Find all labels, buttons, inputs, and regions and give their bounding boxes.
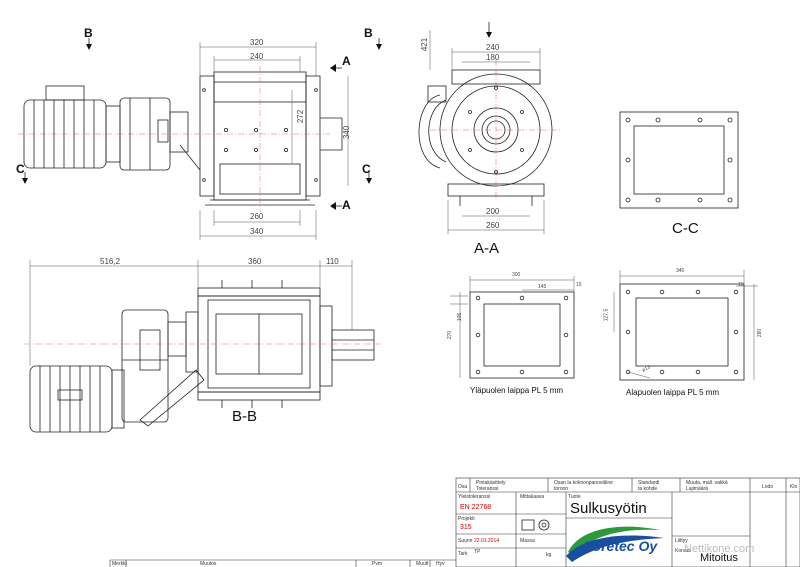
dim-fl1-105: 105 [457,312,464,322]
dim-fl2-127: 127,5 [603,308,610,322]
tb-label-tuote: Tuote [568,494,581,500]
tb-label-yleis: Yleistoleranssi [458,494,491,500]
view-label-cc: C-C [672,220,699,237]
tb-label-projekti: Projekti [458,516,475,522]
lower-flange-drawing [619,283,745,381]
dim-aa-180: 180 [486,53,500,62]
dim-fl2-15: 15 [738,282,744,288]
dim-aa-200: 200 [486,207,500,216]
dim-fl1-145: 145 [538,284,547,290]
tb-label-tark: Tark [458,551,468,557]
section-a-bottom: A [342,198,351,212]
tb-value-suunn: 22.01.2014 [474,538,500,544]
tb-header-muuta: Muuta, mall. vakkä Lajimäärä [686,480,728,492]
dim-bb-360: 360 [248,257,262,266]
dim-fl2-280: 280 [757,328,764,338]
dim-side-272: 272 [296,109,306,124]
section-a-top: A [342,54,351,68]
upper-flange-drawing [469,291,575,379]
tb-value-projekti: 315 [460,524,472,531]
section-c-left: C [16,162,25,176]
dim-side-340: 340 [342,125,352,140]
upper-flange-caption: Yläpuolen laippa PL 5 mm [470,386,564,395]
dim-fl2-340: 340 [676,268,685,274]
view-aa [418,69,553,206]
top-assembly-view [23,71,343,206]
dim-fl1-300: 300 [512,272,521,278]
rev-header-muutos: Muutos [200,561,217,567]
tb-value-yleis: EN 22768 [460,504,492,511]
view-label-aa: A-A [474,240,500,257]
view-bb [29,280,375,433]
lower-flange-caption: Alapuolen laippa PL 5 mm [626,388,720,397]
foretec-logo-icon [566,526,664,562]
dim-aa-260: 260 [486,221,500,230]
watermark: Nettikone.com [684,543,755,555]
rev-header-pvm: Pvm [372,561,382,567]
tb-label-massa: Massa [520,538,535,544]
tb-label-mittakaava: Mittakaava [520,494,545,500]
view-label-bb: B-B [232,408,258,425]
foretec-logo-text: Foretec Oy [584,538,658,554]
dim-bb-516: 516,2 [100,257,121,266]
section-b-left: B [84,26,93,40]
rev-header-hyv: Hyv [436,561,445,567]
dim-fl1-270: 270 [447,330,454,340]
dim-aa-421: 421 [420,37,430,52]
section-b-right: B [364,26,373,40]
tb-product-name: Sulkusyötin [570,500,647,517]
dim-top-240: 240 [250,52,264,61]
tb-label-suunn: Suunn [458,538,473,544]
tb-header-osa: Osa [458,484,468,490]
dim-fl1-15: 15 [576,282,582,288]
dim-bottom-340: 340 [250,227,264,236]
dim-bottom-260: 260 [250,212,264,221]
title-block-frame [109,477,800,567]
tb-header-klo: Klo [790,484,798,490]
tb-header-standardi: Standardi ta kohde [638,480,660,492]
tb-label-liittyy: Liittyy [675,538,688,544]
tb-label-korvaa: Korvaa [675,548,691,554]
tb-label-kg: kg [546,552,552,558]
rev-header-merkki: Merkki [112,561,127,567]
tb-header-osan: Osan la kokoonpanoväline toroon [554,480,613,492]
tb-drawing-type: Mitoitus [700,552,738,564]
tb-header-lodo: Lodo [762,484,774,490]
rev-header-muutt: Muutt [416,561,429,567]
dim-top-320: 320 [250,38,264,47]
dim-bb-110: 110 [326,257,339,266]
section-c-right: C [362,162,371,176]
tb-header-pinta: Pintakäsittely Toleranssi [476,480,506,492]
view-cc [619,111,739,209]
dim-aa-240: 240 [486,43,500,52]
tb-value-tark: TP [474,549,481,555]
